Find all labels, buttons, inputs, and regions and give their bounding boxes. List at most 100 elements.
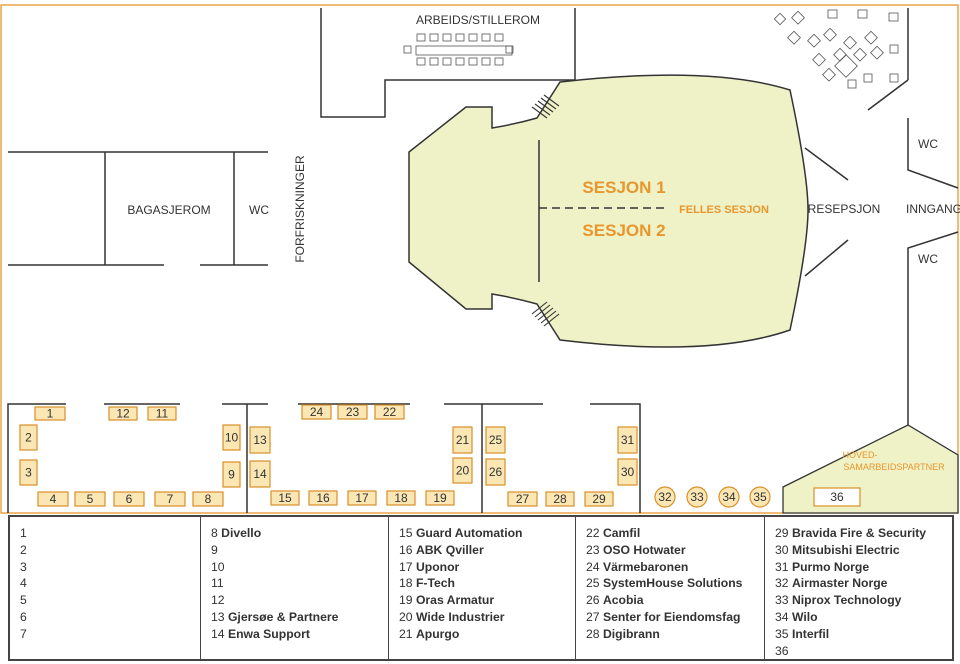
room-label-wc-right-top: WC: [918, 137, 938, 151]
booth-27-label: 27: [516, 492, 530, 506]
legend-entry-32: 32 Airmaster Norge: [775, 575, 952, 592]
booth-3-label: 3: [25, 466, 32, 480]
room-label-inngang: INNGANG: [906, 202, 960, 216]
booth-30-label: 30: [621, 465, 635, 479]
legend-entry-name: Gjersøe & Partnere: [227, 609, 339, 624]
booth-28: 28: [545, 491, 575, 507]
booth-5-shape: [74, 491, 106, 507]
legend-entry-3: 3: [20, 559, 200, 576]
wall: [907, 118, 959, 189]
legend-entry-name: Enwa Support: [227, 626, 310, 641]
booth-23-shape: [337, 404, 368, 420]
wall: [907, 231, 959, 425]
meeting-table: [403, 33, 514, 66]
booth-18: 18: [386, 490, 416, 506]
legend-entry-33: 33 Niprox Technology: [775, 592, 952, 609]
booth-27: 27: [507, 491, 538, 507]
legend-entry-number: 22: [586, 526, 600, 540]
booth-33-label: 33: [690, 490, 704, 504]
booth-16: 16: [308, 490, 338, 506]
legend-entry-9: 9: [211, 542, 388, 559]
session-1-label: SESJON 1: [582, 178, 665, 197]
legend-entry-19: 19 Oras Armatur: [399, 592, 575, 609]
booth-21-shape: [452, 426, 473, 454]
legend-entry-name: Wide Industrier: [415, 609, 505, 624]
booth-7: 7: [154, 491, 186, 507]
booth-1-shape: [34, 406, 66, 421]
legend-entry-number: 20: [399, 609, 413, 624]
legend-entry-number: 13: [211, 609, 225, 624]
legend-entry-29: 29 Bravida Fire & Security: [775, 525, 952, 542]
legend-entry-22: 22 Camfil: [586, 525, 764, 542]
room-label-wc-left: WC: [249, 203, 269, 217]
booth-20-shape: [452, 457, 473, 484]
booth-7-label: 7: [167, 492, 174, 506]
booth-14-shape: [249, 460, 271, 488]
booth-13: 13: [249, 426, 271, 454]
legend-entry-number: 25: [586, 576, 600, 591]
booth-6-label: 6: [126, 492, 133, 506]
legend-entry-name: Oras Armatur: [415, 593, 495, 608]
wall: [804, 147, 849, 181]
legend-entry-number: 14: [211, 626, 225, 641]
booth-4-shape: [37, 491, 69, 507]
main-partner-label-line2: SAMARBEIDSPARTNER: [843, 462, 945, 472]
legend-entry-name: SystemHouse Solutions: [602, 576, 743, 591]
legend-entry-name: Värmebaronen: [602, 559, 689, 574]
booth-22-shape: [374, 404, 405, 420]
legend-entry-number: 3: [20, 559, 27, 574]
wall: [320, 8, 576, 118]
legend-entry-1: 1: [20, 525, 200, 542]
legend-entry-name: Camfil: [602, 526, 641, 540]
legend-entry-28: 28 Digibrann: [586, 626, 764, 643]
legend-entry-number: 18: [399, 576, 413, 591]
legend-entry-number: 30: [775, 542, 789, 557]
legend-entry-number: 8: [211, 526, 218, 540]
legend-entry-27: 27 Senter for Eiendomsfag: [586, 609, 764, 626]
legend-entry-name: Airmaster Norge: [791, 576, 888, 591]
booth-22-label: 22: [383, 405, 397, 419]
joint-session-label: FELLES SESJON: [679, 204, 769, 216]
booth-23: 23: [337, 404, 368, 420]
booth-33-shape: [686, 486, 708, 508]
booth-32: 32: [654, 486, 676, 508]
booth-29: 29: [584, 491, 614, 507]
booth-10-label: 10: [225, 431, 239, 445]
booth-32-label: 32: [658, 490, 672, 504]
legend-entry-number: 6: [20, 609, 27, 624]
legend-entry-2: 2: [20, 542, 200, 559]
legend-entry-34: 34 Wilo: [775, 609, 952, 626]
booth-26-label: 26: [489, 465, 503, 479]
lounge-furniture: [773, 9, 899, 89]
booth-29-shape: [584, 491, 614, 507]
wall: [867, 79, 909, 111]
legend-entry-number: 28: [586, 626, 600, 641]
legend-entry-10: 10: [211, 559, 388, 576]
room-label-arbeids-stillerom: ARBEIDS/STILLEROM: [416, 13, 540, 27]
legend-entry-13: 13 Gjersøe & Partnere: [211, 609, 388, 626]
booth-15-shape: [270, 490, 300, 506]
legend-entry-number: 15: [399, 526, 413, 540]
floor-plan: ARBEIDS/STILLEROM WC RESEPSJON INNGANG: [0, 4, 960, 514]
booth-24: 24: [301, 404, 332, 420]
legend-entry-name: Uponor: [415, 559, 460, 574]
booth-30: 30: [617, 458, 638, 486]
booth-25-label: 25: [489, 433, 503, 447]
legend-entry-14: 14 Enwa Support: [211, 626, 388, 643]
legend-entry-number: 24: [586, 559, 600, 574]
booth-8: 8: [192, 491, 224, 507]
stairs-bottom: [531, 301, 560, 327]
booth-24-label: 24: [310, 405, 324, 419]
legend-entry-name: Bravida Fire & Security: [791, 526, 927, 540]
booth-28-label: 28: [553, 492, 567, 506]
legend-entry-number: 27: [586, 609, 600, 624]
legend-entry-number: 9: [211, 542, 218, 557]
booth-15-label: 15: [278, 491, 292, 505]
booth-18-label: 18: [394, 491, 408, 505]
booth-14-label: 14: [253, 467, 267, 481]
booth-20-label: 20: [456, 464, 470, 478]
booth-31-shape: [617, 426, 638, 454]
booth-33: 33: [686, 486, 708, 508]
legend-entry-17: 17 Uponor: [399, 559, 575, 576]
